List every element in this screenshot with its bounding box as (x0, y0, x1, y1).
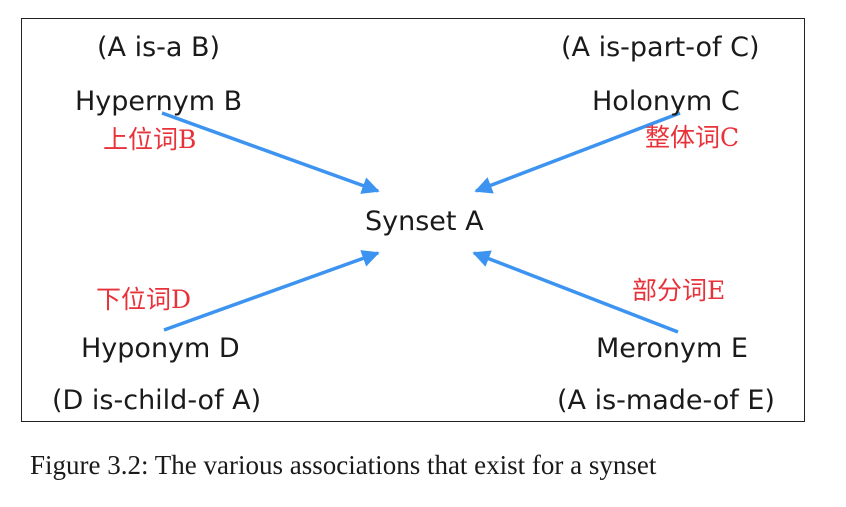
figure-caption: Figure 3.2: The various associations tha… (30, 450, 657, 480)
synset-center-node: Synset A (365, 206, 484, 237)
meronym-node: Meronym E (596, 333, 748, 364)
arrow-hypernym-to-synset (161, 111, 380, 194)
arrow-holonym-to-synset (474, 111, 681, 194)
holonym-chinese-label: 整体词C (645, 123, 740, 152)
arrow-meronym-to-synset (472, 250, 679, 334)
diagram-frame (21, 18, 805, 422)
meronym-chinese-label: 部分词E (632, 276, 726, 305)
hyponym-node: Hyponym D (81, 333, 240, 364)
holonym-relation: (A is-part-of C) (561, 32, 760, 63)
hyponym-chinese-label: 下位词D (96, 285, 192, 314)
holonym-node: Holonym C (592, 86, 740, 117)
hypernym-relation: (A is-a B) (97, 32, 221, 63)
hypernym-node: Hypernym B (75, 86, 243, 117)
hypernym-chinese-label: 上位词B (103, 125, 197, 154)
meronym-relation: (A is-made-of E) (557, 385, 775, 416)
hyponym-relation: (D is-child-of A) (52, 385, 262, 416)
arrow-hyponym-to-synset (163, 250, 380, 332)
